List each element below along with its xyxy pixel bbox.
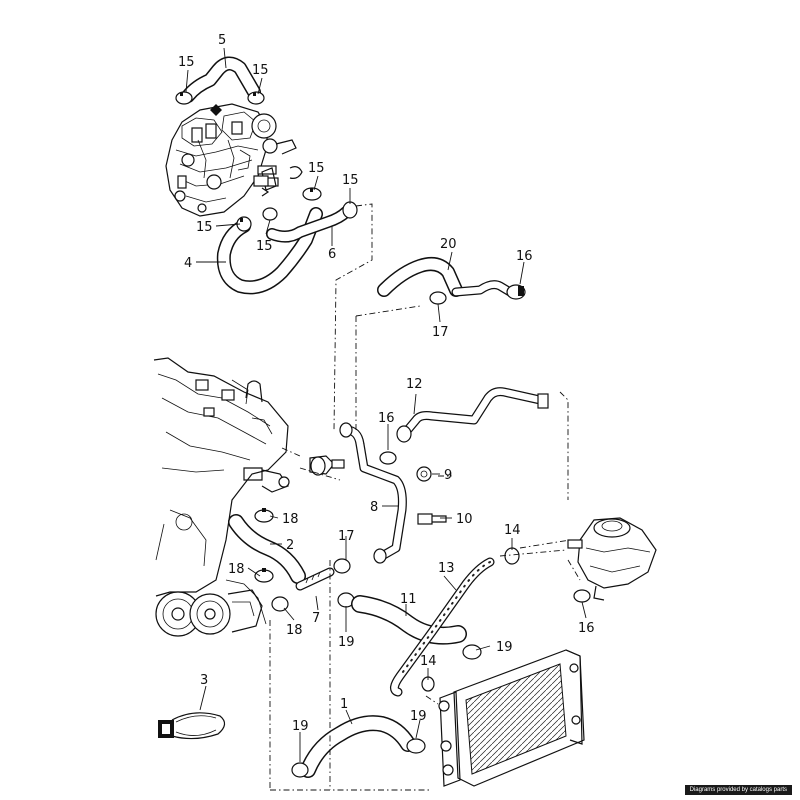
- pipe-8: [339, 422, 407, 564]
- callout-15: 15: [178, 55, 195, 70]
- callout-14: 14: [504, 523, 521, 538]
- callout-13: 13: [438, 561, 455, 576]
- callout-7: 7: [312, 611, 320, 626]
- callout-9: 9: [444, 468, 452, 483]
- callout-14: 14: [420, 654, 437, 669]
- band-clamp-3: [158, 712, 226, 740]
- callout-4: 4: [184, 256, 192, 271]
- callout-19: 19: [292, 719, 309, 734]
- hose-6: [266, 206, 352, 243]
- hose-clamp: [421, 547, 520, 692]
- callout-8: 8: [370, 500, 378, 515]
- assembly-lines: [269, 203, 581, 791]
- hose-clamp: [175, 91, 358, 232]
- hose-20: [377, 257, 463, 297]
- t-fitting: [253, 166, 303, 191]
- hose-2: [228, 514, 306, 584]
- callout-15: 15: [252, 63, 269, 78]
- bolt-10: [417, 513, 447, 525]
- elbow-connector: [429, 280, 526, 305]
- callout-15: 15: [256, 239, 273, 254]
- watermark-text: Diagrams provided by catalogs parts: [684, 785, 792, 795]
- callout-3: 3: [200, 673, 208, 688]
- callout-18: 18: [286, 623, 303, 638]
- callout-16: 16: [378, 411, 395, 426]
- callout-15: 15: [196, 220, 213, 235]
- hose-4: [216, 207, 323, 295]
- hose-1: [300, 715, 416, 778]
- callout-12: 12: [406, 377, 423, 392]
- callout-11: 11: [400, 592, 417, 607]
- hose-clamp: [333, 451, 397, 608]
- callout-6: 6: [328, 247, 336, 262]
- pulley-assembly: [155, 589, 263, 637]
- hose-13: [390, 557, 495, 697]
- pipe-12: [396, 387, 549, 443]
- callout-16: 16: [578, 621, 595, 636]
- callout-18: 18: [228, 562, 245, 577]
- callout-20: 20: [440, 237, 457, 252]
- thermostat: [309, 455, 345, 476]
- callout-15: 15: [308, 161, 325, 176]
- callout-labels: 5 15 15 15 15 15 15 4 6 20 16 17 12 16 9…: [178, 33, 595, 734]
- hose-5: [181, 56, 261, 103]
- callout-15: 15: [342, 173, 359, 188]
- callout-19: 19: [410, 709, 427, 724]
- leader-lines: [185, 47, 587, 762]
- hose-11: [351, 595, 467, 645]
- expansion-tank: [567, 517, 657, 603]
- callout-5: 5: [218, 33, 226, 48]
- sensor-9: [416, 466, 432, 482]
- callout-16: 16: [516, 249, 533, 264]
- callout-2: 2: [286, 538, 294, 553]
- callout-19: 19: [496, 640, 513, 655]
- callout-18: 18: [282, 512, 299, 527]
- hose-clamp: [291, 738, 426, 778]
- callout-10: 10: [456, 512, 473, 527]
- callout-17: 17: [338, 529, 355, 544]
- hose-clamp: [254, 508, 289, 612]
- callout-17: 17: [432, 325, 449, 340]
- callout-1: 1: [340, 697, 348, 712]
- radiator: [438, 649, 585, 787]
- callout-19: 19: [338, 635, 355, 650]
- carburetor: [165, 103, 297, 217]
- engine-block: [153, 357, 290, 625]
- pipe-7: [295, 567, 335, 591]
